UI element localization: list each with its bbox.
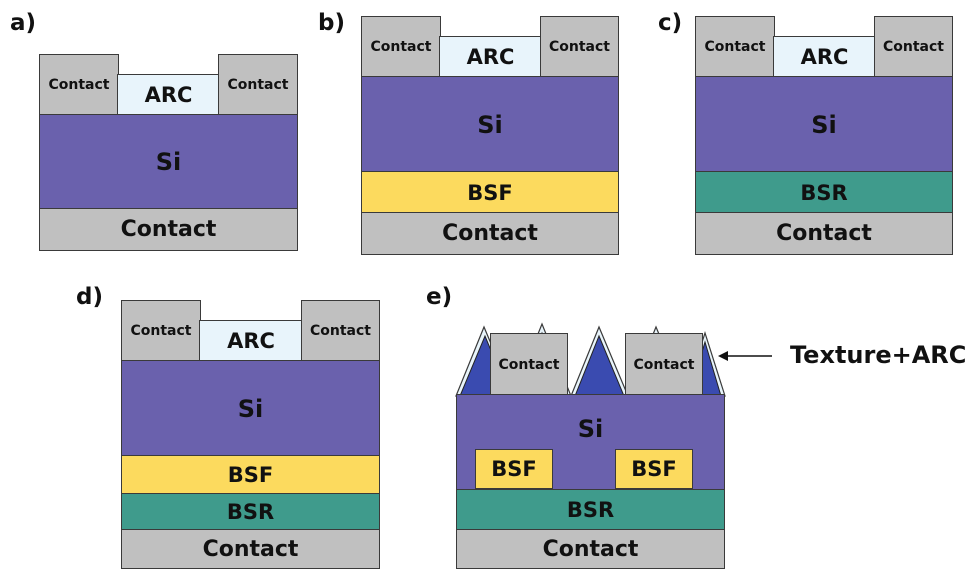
panel-c-si: Si: [695, 76, 953, 173]
panel-c-contact-bottom: Contact: [695, 212, 953, 255]
panel-e-si-label: Si: [577, 415, 604, 443]
panel-b-arc: ARC: [439, 36, 542, 78]
panel-c-arc: ARC: [773, 36, 876, 78]
panel-c-bsr: BSR: [695, 171, 953, 214]
panel-b-bsf: BSF: [361, 171, 619, 214]
panel-d-contact-right: Contact: [301, 300, 380, 362]
panel-d-bsr: BSR: [121, 493, 380, 531]
texture-arc-callout-label: Texture+ARC: [790, 341, 967, 369]
panel-a-label: a): [10, 10, 37, 36]
panel-a-contact-left: Contact: [39, 54, 119, 116]
panel-e-contact-bottom: Contact: [456, 529, 725, 569]
panel-e-bsf-left: BSF: [475, 449, 553, 489]
panel-d-si: Si: [121, 360, 380, 457]
panel-d-contact-bottom: Contact: [121, 529, 380, 569]
panel-b-contact-right: Contact: [540, 16, 619, 78]
panel-e-label: e): [426, 284, 453, 310]
panel-e-bsr: BSR: [456, 489, 725, 531]
panel-a-contact-bottom: Contact: [39, 208, 298, 251]
panel-b-contact-bottom: Contact: [361, 212, 619, 255]
panel-c-contact-left: Contact: [695, 16, 775, 78]
panel-c-contact-right: Contact: [874, 16, 953, 78]
panel-e-contact-left: Contact: [490, 333, 568, 396]
callout-arrow: [718, 351, 772, 361]
panel-b-label: b): [318, 10, 345, 36]
panel-c-label: c): [658, 10, 683, 36]
panel-b-contact-left: Contact: [361, 16, 441, 78]
panel-d-bsf: BSF: [121, 455, 380, 495]
panel-d-label: d): [76, 284, 103, 310]
panel-e-bsf-right: BSF: [615, 449, 693, 489]
panel-e-contact-right: Contact: [625, 333, 703, 396]
